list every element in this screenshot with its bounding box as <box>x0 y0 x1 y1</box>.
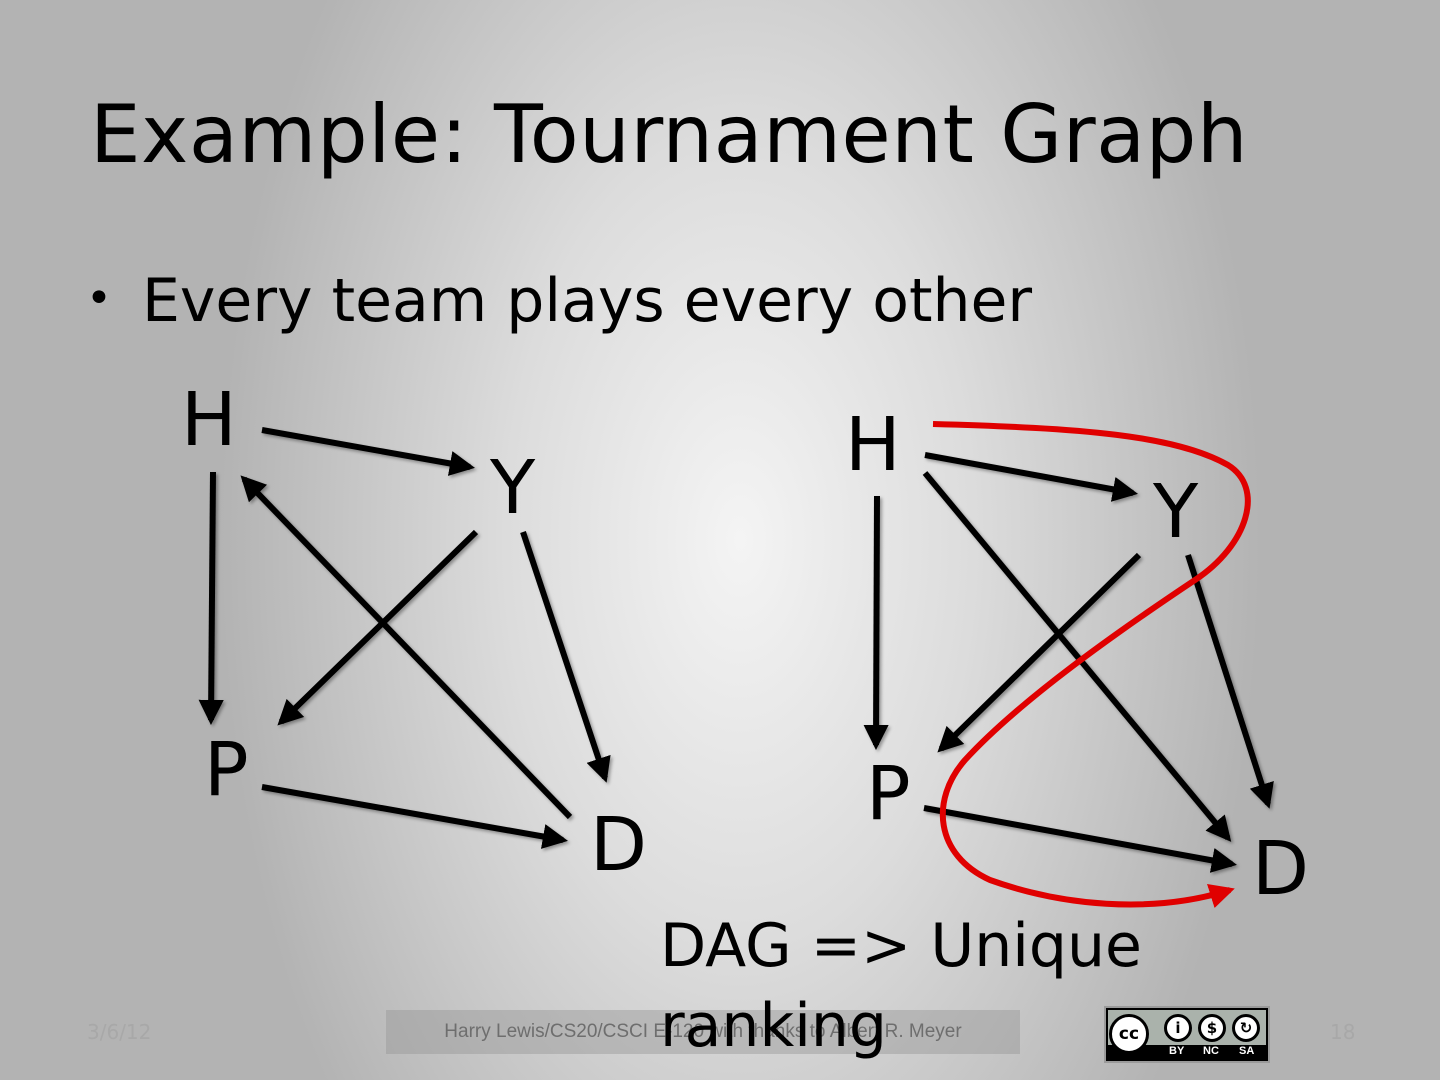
left-edge-y-p <box>277 529 479 726</box>
right-edge-y-d <box>1185 554 1274 809</box>
left-edge-h-p <box>198 471 224 726</box>
right-edge-y-p <box>937 552 1142 753</box>
left-node-h: H <box>181 377 237 463</box>
bullet-text: Every team plays every other <box>142 266 1033 336</box>
left-node-d: D <box>590 802 647 888</box>
right-node-p: P <box>866 751 911 837</box>
left-node-p: P <box>204 727 249 813</box>
right-edge-h-d <box>922 471 1232 842</box>
slide-title: Example: Tournament Graph <box>90 88 1249 181</box>
sharealike-icon: ↻ <box>1232 1014 1260 1042</box>
left-edge-y-d <box>520 531 611 783</box>
right-edge-p-d <box>923 805 1237 873</box>
right-node-h: H <box>845 402 901 488</box>
right-graph-edges <box>863 452 1274 873</box>
license-sa-label: SA <box>1239 1045 1255 1057</box>
slide-number: 18 <box>1330 1020 1356 1044</box>
left-edge-p-d <box>261 784 568 849</box>
right-edge-h-y <box>924 452 1138 502</box>
left-edge-d-h <box>240 475 573 820</box>
bullet-item: • Every team plays every other <box>86 266 1032 336</box>
attribution-icon: i <box>1164 1014 1192 1042</box>
footer-credit: Harry Lewis/CS20/CSCI E-120 with thanks … <box>386 1010 1020 1054</box>
left-graph-edges <box>198 427 611 849</box>
right-edge-h-p <box>863 495 889 751</box>
bullet-symbol: • <box>86 273 112 324</box>
license-by-label: BY <box>1169 1045 1185 1057</box>
right-node-y: Y <box>1153 469 1199 555</box>
ranking-path-highlight <box>932 421 1251 909</box>
noncommercial-icon: $ <box>1198 1014 1226 1042</box>
creative-commons-icon: cc <box>1109 1014 1149 1054</box>
cc-license-badge[interactable]: cc i $ ↻ BY NC SA <box>1104 1006 1270 1063</box>
caption: DAG => Unique ranking <box>660 911 1142 1061</box>
footer-date: 3/6/12 <box>87 1020 152 1044</box>
left-edge-h-y <box>261 427 475 476</box>
left-node-y: Y <box>490 445 536 531</box>
right-node-d: D <box>1252 826 1309 912</box>
license-nc-label: NC <box>1203 1045 1219 1057</box>
